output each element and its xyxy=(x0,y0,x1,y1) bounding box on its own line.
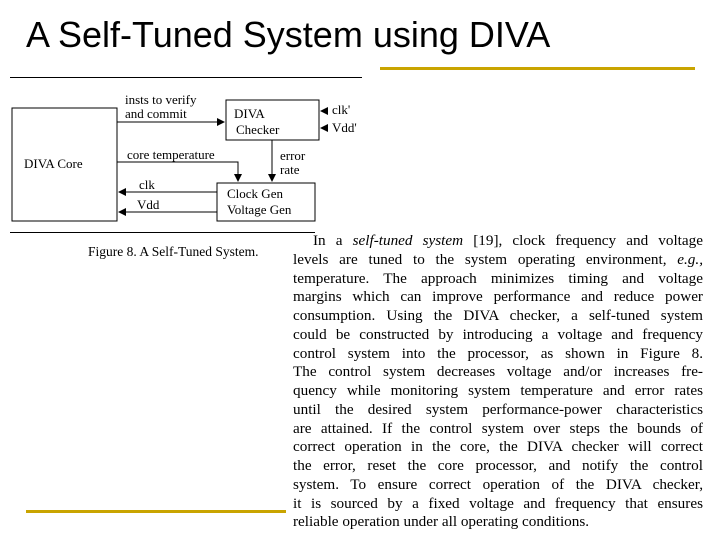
body-line: the error, reset the core processor, and… xyxy=(293,457,703,474)
figure-bottom-rule xyxy=(10,232,315,233)
body-line: quency while monitoring system temperatu… xyxy=(293,382,703,399)
title-underline xyxy=(380,67,695,70)
vdd-label: Vdd xyxy=(137,197,160,212)
body-line: consumption. Using the DIVA checker, a s… xyxy=(293,307,703,324)
slide-title: A Self-Tuned System using DIVA xyxy=(26,14,551,55)
diva-checker-label-2: Checker xyxy=(236,122,280,137)
diva-core-box xyxy=(11,107,118,222)
clock-gen-label: Clock Gen xyxy=(227,186,283,201)
body-line: The control system decreases voltage and… xyxy=(293,363,703,381)
voltage-gen-label: Voltage Gen xyxy=(227,202,292,217)
clk-label: clk xyxy=(139,177,155,192)
figure-caption: Figure 8. A Self-Tuned System. xyxy=(88,244,259,259)
body-line: correct operation in the core, the DIVA … xyxy=(293,438,703,456)
insts-label-1: insts to verify xyxy=(125,92,197,107)
body-line: margins which can improve performance an… xyxy=(293,288,703,306)
insts-label-2: and commit xyxy=(125,106,187,121)
body-line: are attained. If the control system over… xyxy=(293,419,703,437)
vdd-prime-label: Vdd' xyxy=(332,120,357,135)
body-line: In a self-tuned system [19], clock frequ… xyxy=(313,232,703,249)
core-temperature-label: core temperature xyxy=(127,147,215,162)
diva-core-label: DIVA Core xyxy=(24,156,83,171)
rate-label: rate xyxy=(280,162,300,177)
body-line: temperature. The approach minimizes timi… xyxy=(293,269,703,287)
body-line: levels are tuned to the system operating… xyxy=(293,250,703,268)
body-paragraph: In a self-tuned system [19], clock frequ… xyxy=(293,232,703,532)
body-line: system. To ensure correct operation of t… xyxy=(293,475,703,493)
error-label: error xyxy=(280,148,306,163)
body-line: it is sourced by a fixed voltage and fre… xyxy=(293,494,703,512)
core-temperature-arrow xyxy=(117,161,242,182)
bottom-accent-rule xyxy=(26,510,286,513)
body-line: could be constructed by introducing a vo… xyxy=(293,325,703,343)
clk-prime-label: clk' xyxy=(332,102,350,117)
body-line: reliable operation under all operating c… xyxy=(293,513,590,531)
diva-checker-label-1: DIVA xyxy=(234,106,265,121)
body-line: control system into the processor, as sh… xyxy=(293,344,703,362)
body-line: until the desired system performance-pow… xyxy=(293,400,703,418)
figure-top-rule xyxy=(10,77,362,78)
clock-voltage-gen-box xyxy=(216,182,316,222)
